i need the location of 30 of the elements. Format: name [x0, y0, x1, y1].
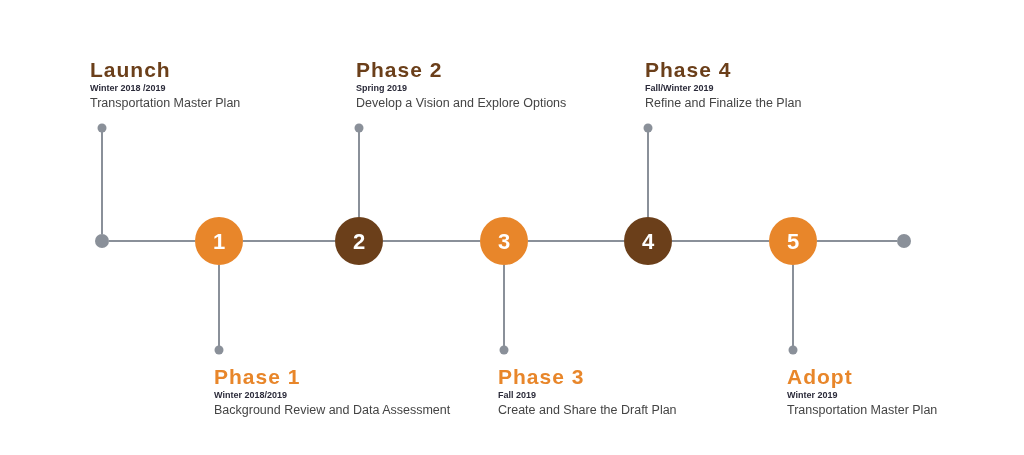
leader-line [643, 123, 653, 218]
phase-title: Adopt [787, 365, 854, 389]
timeline-line [382, 240, 481, 242]
phase-description: Transportation Master Plan [787, 402, 939, 419]
phase-description: Develop a Vision and Explore Options [356, 95, 568, 112]
phase-title: Phase 2 [356, 58, 444, 82]
date-label: Fall/Winter 2019 [645, 82, 715, 94]
phase-title: Phase 1 [214, 365, 302, 389]
timeline-line [108, 240, 196, 242]
phase-title: Launch [90, 58, 172, 82]
date-label: Winter 2018/2019 [214, 389, 288, 401]
phase-description: Refine and Finalize the Plan [645, 95, 803, 112]
leader-line [788, 264, 798, 355]
leader-line [97, 123, 107, 235]
leader-line [214, 264, 224, 355]
phase-title: Phase 3 [498, 365, 586, 389]
timeline-line [527, 240, 625, 242]
timeline-line [816, 240, 898, 242]
phase-description: Transportation Master Plan [90, 95, 242, 112]
leader-line [499, 264, 509, 355]
phase-description: Background Review and Data Assessment [214, 402, 452, 419]
timeline-line [671, 240, 770, 242]
phase-title: Phase 4 [645, 58, 733, 82]
date-label: Winter 2018 /2019 [90, 82, 167, 94]
leader-line [354, 123, 364, 218]
date-label: Fall 2019 [498, 389, 538, 401]
phase-description: Create and Share the Draft Plan [498, 402, 678, 419]
timeline-line [242, 240, 336, 242]
date-label: Spring 2019 [356, 82, 409, 94]
date-label: Winter 2019 [787, 389, 839, 401]
